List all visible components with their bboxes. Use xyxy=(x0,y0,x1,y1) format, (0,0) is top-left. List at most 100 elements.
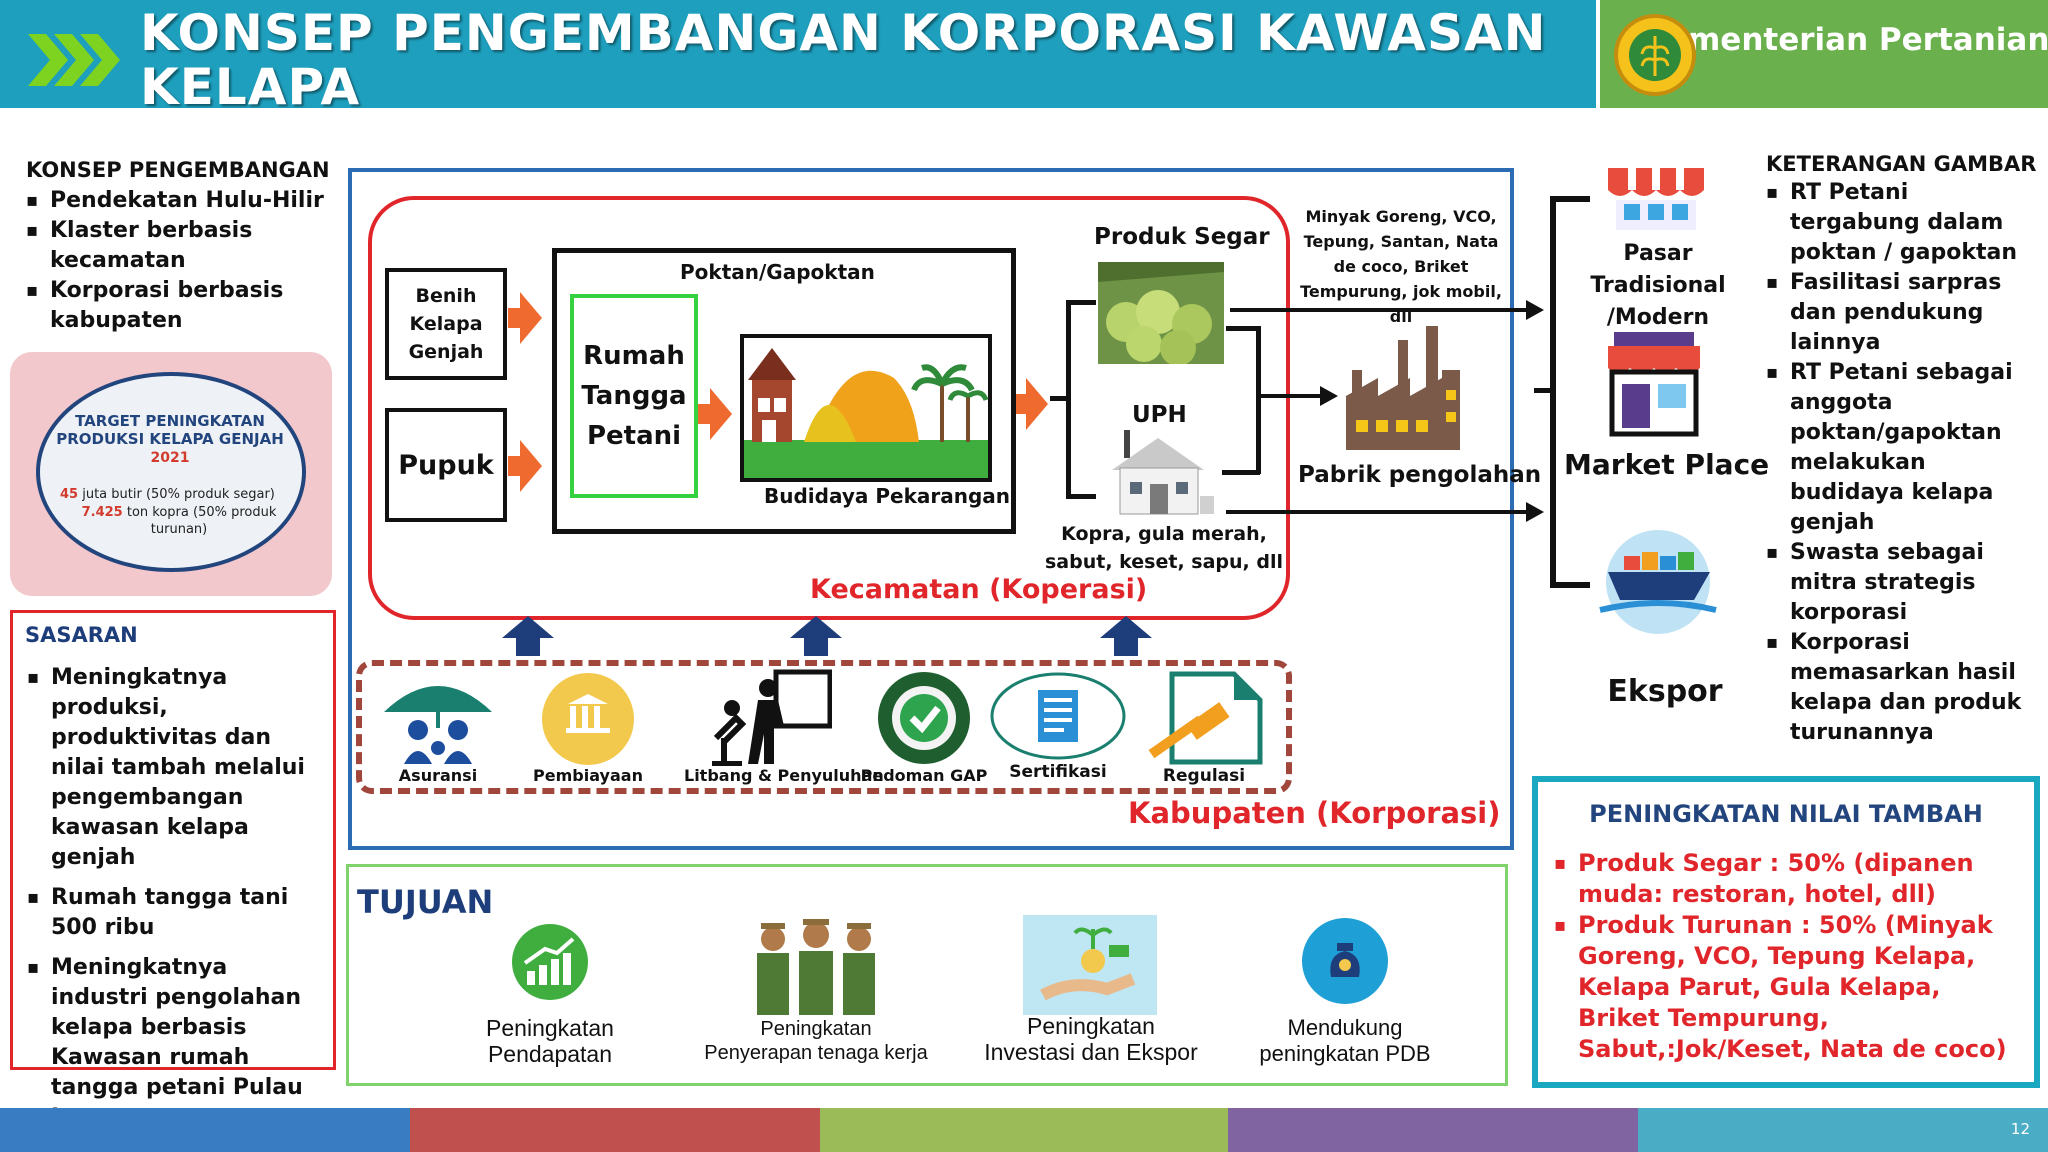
up-arrow-icon xyxy=(1100,616,1152,638)
target-year: 2021 xyxy=(150,450,190,466)
arrow-head-icon xyxy=(1526,502,1544,522)
target-text-1: juta butir (50% produk segar) xyxy=(82,487,275,502)
arrow-head-icon xyxy=(1526,300,1544,320)
target-panel: TARGET PENINGKATAN PRODUKSI KELAPA GENJA… xyxy=(10,352,332,596)
benih-box: Benih Kelapa Genjah xyxy=(385,268,507,380)
peningkatan-panel: PENINGKATAN NILAI TAMBAH Produk Segar : … xyxy=(1532,776,2040,1088)
list-item: Korporasi berbasis kabupaten xyxy=(24,276,324,336)
coconuts-image xyxy=(1098,262,1224,364)
support-frame xyxy=(356,660,1292,794)
pabrik-image xyxy=(1342,316,1464,450)
gap-badge-icon xyxy=(876,670,972,766)
support-label: Regulasi xyxy=(1162,766,1246,786)
page-title: KONSEP PENGEMBANGAN KORPORASI KAWASAN KE… xyxy=(140,4,1547,116)
target-line-2: 7.425 ton kopra (50% produk turunan) xyxy=(74,504,284,538)
arrow-stem xyxy=(508,308,522,328)
tujuan-line-2: Penyerapan tenaga kerja xyxy=(704,1042,928,1064)
target-value-1: 45 xyxy=(60,487,79,502)
sasaran-list: Meningkatnya produksi, produktivitas dan… xyxy=(25,663,330,1133)
list-item: Korporasi memasarkan hasil kelapa dan pr… xyxy=(1764,628,2022,748)
list-item: Swasta sebagai mitra strategis korporasi xyxy=(1764,538,2022,628)
market-bracket xyxy=(1550,582,1590,588)
tenaga-kerja-icon xyxy=(749,917,883,1017)
target-text-2: ton kopra (50% produk turunan) xyxy=(126,505,277,537)
pasar-label: Pasar Tradisional /Modern xyxy=(1590,241,1726,330)
uph-building xyxy=(1108,420,1218,520)
support-label: Litbang & Penyuluhan xyxy=(684,766,884,785)
arrow-stem xyxy=(1114,638,1138,656)
kabupaten-label: Kabupaten (Korporasi) xyxy=(1128,796,1501,830)
budidaya-image xyxy=(740,334,992,482)
poktan-label: Poktan/Gapoktan xyxy=(680,260,875,284)
ekspor-icon xyxy=(1590,522,1720,644)
garden-illustration-icon xyxy=(744,348,988,478)
uph-products: Kopra, gula merah, sabut, keset, sapu, d… xyxy=(1044,523,1283,573)
list-item: Klaster berbasis kecamatan xyxy=(24,216,324,276)
footer-segment xyxy=(1228,1108,1638,1152)
budidaya-label: Budidaya Pekarangan xyxy=(764,484,1011,508)
list-item: Produk Turunan : 50% (Minyak Goreng, VCO… xyxy=(1552,910,2030,1065)
page-number: 12 xyxy=(2010,1120,2030,1138)
poktan-box xyxy=(552,248,1016,534)
konsep-heading: KONSEP PENGEMBANGAN xyxy=(26,158,330,182)
arrow-stem xyxy=(516,638,540,656)
tujuan-line-1: Peningkatan xyxy=(486,1015,614,1041)
chevrons-icon xyxy=(28,34,120,86)
arrow-stem xyxy=(698,404,712,424)
pdb-icon xyxy=(1301,917,1389,1005)
benih-label: Benih Kelapa Genjah xyxy=(408,285,484,363)
arrow-head-icon xyxy=(1320,386,1338,406)
up-arrow-icon xyxy=(790,616,842,638)
peningkatan-heading: PENINGKATAN NILAI TAMBAH xyxy=(1589,800,1983,828)
arrow-stem xyxy=(804,638,828,656)
footer-segment xyxy=(1638,1108,2048,1152)
tujuan-item: Peningkatan Penyerapan tenaga kerja xyxy=(687,1017,945,1065)
tujuan-line-2: peningkatan PDB xyxy=(1259,1041,1431,1066)
kabupaten-frame xyxy=(348,168,1514,850)
flow-line xyxy=(1226,510,1530,514)
flow-line xyxy=(1222,470,1260,475)
litbang-icon xyxy=(702,668,833,767)
branch-line xyxy=(1066,494,1096,499)
pasar-icon xyxy=(1604,160,1708,232)
support-label: Pembiayaan xyxy=(533,766,643,785)
support-label: Pedoman GAP xyxy=(860,766,988,785)
tujuan-heading: TUJUAN xyxy=(357,883,494,921)
target-title: TARGET PENINGKATAN PRODUKSI KELAPA GENJA… xyxy=(56,412,284,448)
market-bracket xyxy=(1550,196,1590,202)
pupuk-label: Pupuk xyxy=(398,449,494,481)
pupuk-box: Pupuk xyxy=(385,408,507,522)
tujuan-line-1: Mendukung xyxy=(1287,1015,1403,1040)
arrow-right-icon xyxy=(520,440,542,492)
arrow-right-icon xyxy=(1026,378,1048,430)
footer-segment xyxy=(410,1108,820,1152)
sasaran-heading: SASARAN xyxy=(25,623,138,647)
ministry-logo-icon xyxy=(1614,14,1696,96)
header-bar xyxy=(0,0,1596,108)
footer-bar: 12 xyxy=(0,1108,2048,1152)
marketplace-icon xyxy=(1604,328,1704,438)
asuransi-icon xyxy=(380,668,496,768)
target-ellipse xyxy=(36,372,306,572)
factory-house-icon xyxy=(1112,430,1214,515)
flow-line xyxy=(1258,394,1322,398)
tujuan-panel: TUJUAN Peningkatan Pendapatan Peningkata… xyxy=(346,864,1508,1086)
list-item: Pendekatan Hulu-Hilir xyxy=(24,186,324,216)
branch-line xyxy=(1066,300,1071,498)
investasi-icon xyxy=(1023,915,1157,1015)
tujuan-line-1: Peningkatan xyxy=(760,1018,872,1040)
support-label: Sertifikasi xyxy=(1009,762,1107,782)
list-item: RT Petani sebagai anggota poktan/gapokta… xyxy=(1764,358,2022,538)
pembiayaan-icon xyxy=(526,672,650,766)
konsep-list: Pendekatan Hulu-Hilir Klaster berbasis k… xyxy=(24,186,324,336)
ekspor-label: Ekspor xyxy=(1607,674,1723,709)
sertifikasi-icon xyxy=(990,672,1126,760)
pendapatan-icon xyxy=(511,923,589,1001)
list-item: RT Petani tergabung dalam poktan / gapok… xyxy=(1764,178,2022,268)
tujuan-line-1: Peningkatan xyxy=(1027,1013,1155,1039)
arrow-right-icon xyxy=(710,388,732,440)
tujuan-line-2: Pendapatan xyxy=(487,1041,613,1067)
up-arrow-icon xyxy=(502,616,554,638)
flow-line xyxy=(1226,326,1260,331)
footer-segment xyxy=(820,1108,1228,1152)
